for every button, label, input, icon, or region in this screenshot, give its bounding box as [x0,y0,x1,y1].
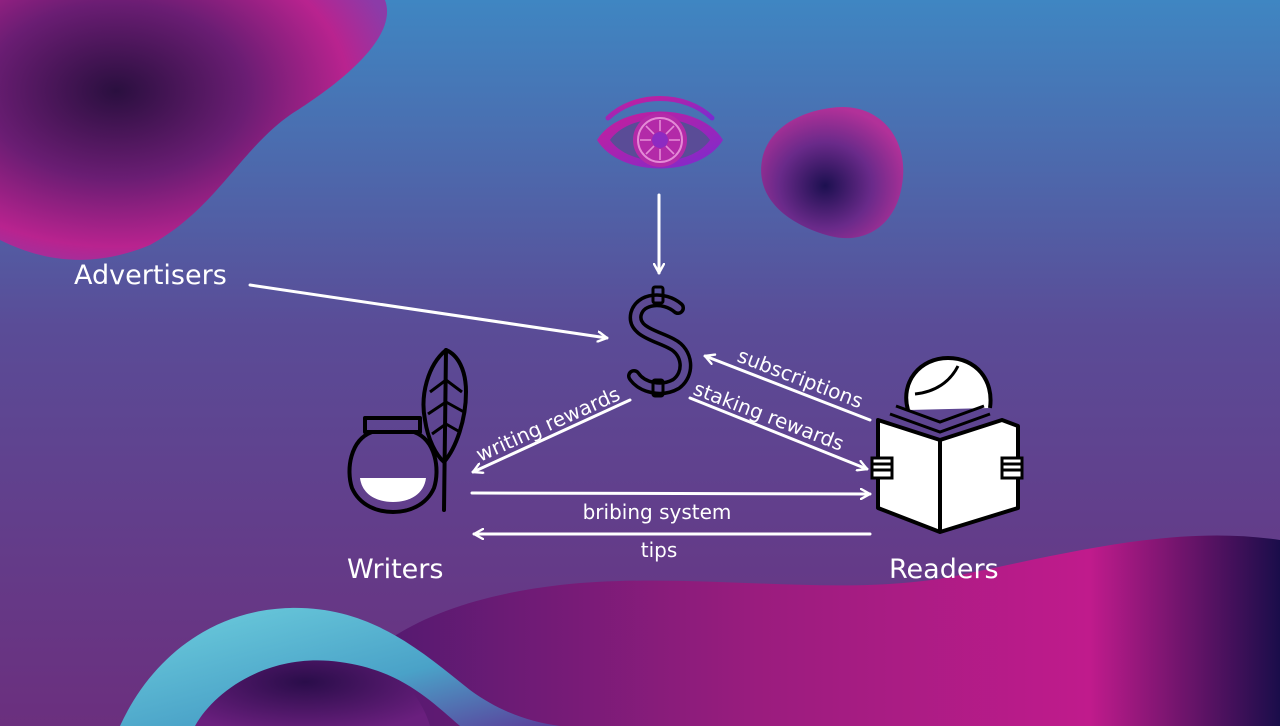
edge-label-bribing-system: bribing system [583,500,732,524]
node-label-advertisers: Advertisers [74,260,227,291]
arrow-writers-to-readers [470,493,872,494]
arrow-dollar-to-readers [688,396,869,469]
node-label-writers: Writers [347,554,443,585]
arrow-readers-to-dollar [703,356,872,422]
eye-icon [597,96,723,169]
edge-label-tips: tips [641,538,678,562]
arrow-advertisers-to-dollar [248,283,609,338]
node-label-readers: Readers [889,554,999,585]
decorative-wave-bottom [330,535,1280,726]
dollar-icon [627,285,693,398]
decorative-wave-cyan [120,607,560,726]
arrow-dollar-to-writers [471,398,632,472]
decorative-blob-top-left [0,0,388,260]
reader-with-book-icon [870,355,1024,534]
decorative-blob-small [761,106,904,239]
ink-pot-quill-icon [347,348,468,514]
